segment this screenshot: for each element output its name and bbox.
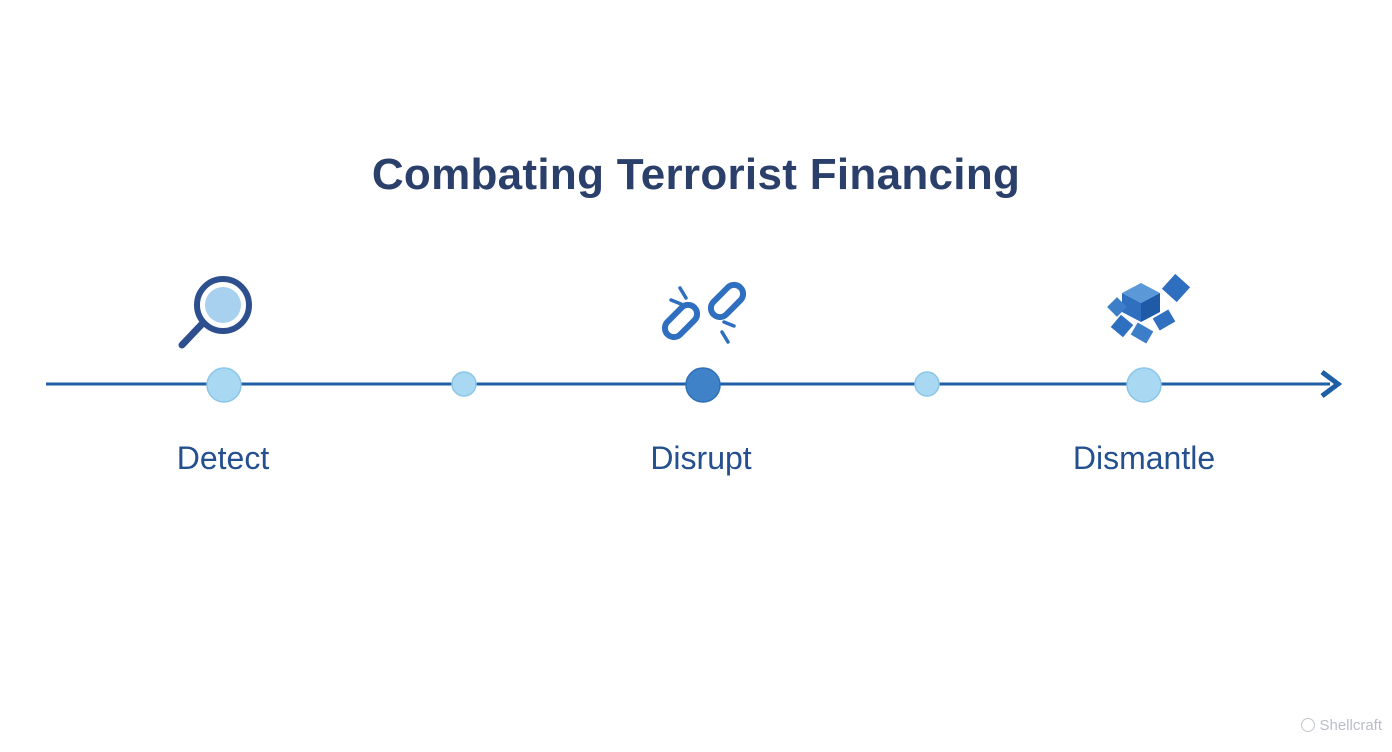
- stage-label-dismantle: Dismantle: [1072, 440, 1216, 476]
- scattered-blocks-icon: [1107, 273, 1191, 344]
- watermark-icon: [1301, 718, 1316, 732]
- timeline-arrowhead: [1320, 370, 1343, 398]
- timeline-node-dismantle: [1126, 367, 1162, 403]
- watermark-text: Shellcraft: [1319, 717, 1382, 734]
- broken-chain-icon: [661, 281, 747, 344]
- magnifying-glass-icon: [178, 276, 252, 349]
- page-title: Combating Terrorist Financing: [371, 150, 1021, 199]
- timeline-node-disrupt: [685, 367, 721, 403]
- timeline-node-detect: [206, 367, 242, 403]
- timeline-node-minor: [914, 371, 940, 397]
- stage-label-disrupt: Disrupt: [650, 440, 752, 476]
- stage-label-detect: Detect: [176, 440, 270, 476]
- timeline-node-minor: [451, 371, 477, 397]
- watermark: Shellcraft: [1301, 717, 1382, 734]
